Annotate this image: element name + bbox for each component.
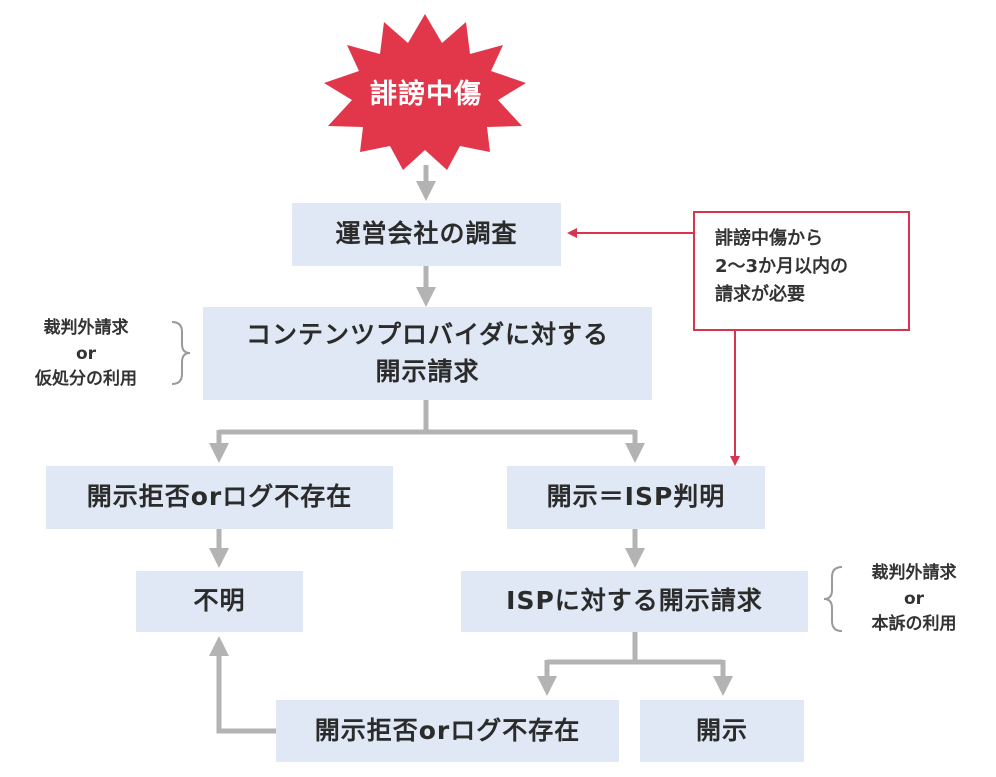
cp-request-box: コンテンツプロバイダに対する 開示請求 [203, 307, 652, 400]
investigation-box: 運営会社の調査 [292, 203, 561, 266]
left-side-note: 裁判外請求 or 仮処分の利用 [6, 316, 166, 393]
unknown-box: 不明 [136, 571, 303, 632]
disclosure-box: 開示 [640, 700, 804, 762]
right-side-note: 裁判外請求 or 本訴の利用 [844, 561, 984, 638]
unknown-label: 不明 [193, 586, 246, 616]
left-note-line3: 仮処分の利用 [35, 369, 137, 389]
cp-request-label-line1: コンテンツプロバイダに対する [245, 320, 609, 350]
left-brace [171, 321, 191, 385]
isp-request-label: ISPに対する開示請求 [506, 586, 763, 616]
right-note-line2: or [903, 588, 925, 609]
right-note-line1: 裁判外請求 [871, 563, 957, 583]
left-note-line2: or [75, 343, 97, 364]
refusal-left-box: 開示拒否orログ不存在 [46, 466, 393, 529]
refusal-bottom-box: 開示拒否orログ不存在 [276, 700, 619, 762]
arrow-refusal-bottom-to-unknown [209, 636, 276, 734]
disclosure-label: 開示 [695, 715, 748, 745]
investigation-label: 運営会社の調査 [335, 219, 518, 249]
deadline-note: 誹謗中傷から 2～3か月以内の 請求が必要 [693, 211, 910, 331]
isp-identified-label: 開示＝ISP判明 [546, 482, 726, 512]
left-note-line1: 裁判外請求 [43, 318, 129, 338]
burst-shape [324, 14, 526, 170]
right-brace [823, 566, 843, 632]
refusal-left-label: 開示拒否orログ不存在 [86, 482, 353, 512]
deadline-note-line2: 2～3か月以内の [715, 255, 849, 277]
isp-request-box: ISPに対する開示請求 [461, 571, 808, 632]
refusal-bottom-label: 開示拒否orログ不存在 [314, 715, 581, 745]
cp-request-label-line2: 開示請求 [375, 356, 480, 386]
isp-identified-box: 開示＝ISP判明 [507, 466, 765, 529]
deadline-note-line3: 請求が必要 [715, 283, 805, 305]
burst-label: 誹謗中傷 [370, 79, 482, 110]
right-note-line3: 本訴の利用 [871, 614, 957, 634]
deadline-note-line1: 誹謗中傷から [715, 228, 823, 249]
